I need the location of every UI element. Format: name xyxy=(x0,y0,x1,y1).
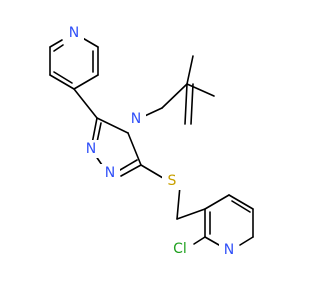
methallyl-group xyxy=(135,55,215,125)
bond-methylene-pyridine xyxy=(176,208,206,220)
atom-n-pyridine-top: N xyxy=(69,25,79,41)
atom-n-triazole-2: N xyxy=(105,165,115,181)
molecule-canvas: N N N N S Cl N xyxy=(49,24,254,259)
pyridine-ring-top xyxy=(49,32,99,90)
atom-s-thioether: S xyxy=(168,173,177,189)
atom-n-pyridine-bottom: N xyxy=(224,242,234,258)
bond-triazole-sulfur xyxy=(140,164,164,179)
atom-cl-chloro: Cl xyxy=(173,241,187,257)
molecule-structure: N N N N S Cl N xyxy=(49,24,254,259)
pyridine-ring-bottom xyxy=(193,194,254,246)
bond-sulfur-methylene xyxy=(176,185,181,220)
atom-n-triazole-1: N xyxy=(86,141,96,157)
bond-pyridyl-triazole-link xyxy=(73,88,98,119)
atom-n-triazole-4: N xyxy=(131,111,141,127)
